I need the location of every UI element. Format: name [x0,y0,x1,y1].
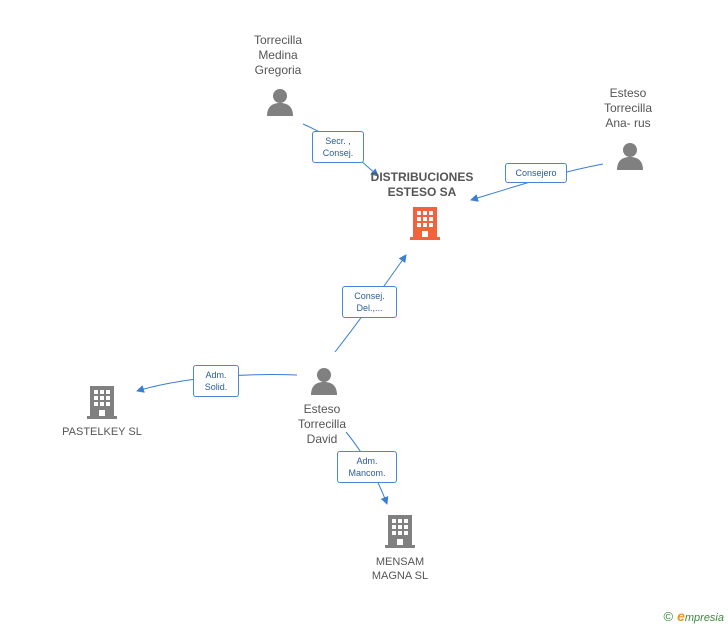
edge-label-secr-consej[interactable]: Secr. , Consej. [312,131,364,163]
company-name-line1: MENSAM [375,556,425,568]
person-name-line3: Ana- rus [605,116,651,130]
brand-name: mpresia [684,612,724,624]
edge-label-consej-del[interactable]: Consej. Del.,... [342,286,397,318]
edge-label-consejero[interactable]: Consejero [505,163,567,183]
person-name-line1: Torrecilla [253,33,302,47]
person-name-line1: Esteso [303,402,341,416]
edge-label-line2: Solid. [204,382,228,392]
company-label-mensam[interactable]: MENSAM MAGNA SL [350,555,450,583]
brand-initial: e [677,608,685,624]
main-company-label[interactable]: DISTRIBUCIONES ESTESO SA [352,170,492,200]
edge-label-line2: Consej. [322,148,354,158]
edge-label-adm-solid[interactable]: Adm. Solid. [193,365,239,397]
building-icon[interactable] [409,206,441,240]
main-company-name-line2: ESTESO SA [387,185,457,199]
person-icon[interactable] [265,87,295,117]
edge-label-line2: Mancom. [348,468,386,478]
person-label-torrecilla-medina[interactable]: Torrecilla Medina Gregoria [225,33,331,78]
person-name-line2: Torrecilla [297,417,346,431]
building-icon[interactable] [384,514,416,548]
person-name-line1: Esteso [609,86,647,100]
person-name-line3: Gregoria [254,63,302,77]
edge-label-line1: Consejero [515,168,557,178]
person-name-line2: Medina [258,48,298,62]
person-icon[interactable] [309,366,339,396]
empresia-logo: ©empresia [663,608,724,624]
edge-label-line1: Adm. [356,456,378,466]
company-name-line2: MAGNA SL [371,570,429,582]
person-label-esteso-david[interactable]: Esteso Torrecilla David [272,402,372,447]
edge-label-line1: Adm. [205,370,227,380]
person-name-line3: David [306,432,338,446]
main-company-name-line1: DISTRIBUCIONES [370,170,474,184]
copyright-icon: © [663,609,674,624]
person-name-line2: Torrecilla [603,101,652,115]
edge-label-adm-mancom[interactable]: Adm. Mancom. [337,451,397,483]
edge-label-line2: Del.,... [356,303,383,313]
edge-label-line1: Consej. [354,291,385,301]
company-label-pastelkey[interactable]: PASTELKEY SL [44,425,160,439]
person-label-esteso-ana[interactable]: Esteso Torrecilla Ana- rus [578,86,678,131]
edge-label-line1: Secr. , [325,136,351,146]
company-name-line1: PASTELKEY SL [62,426,142,438]
person-icon[interactable] [615,141,645,171]
building-icon[interactable] [86,385,118,419]
